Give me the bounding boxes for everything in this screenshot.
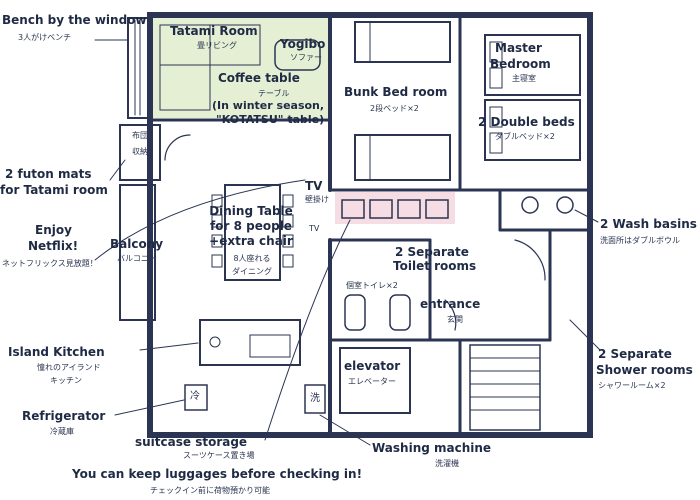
refrigerator-label-jp: 冷蔵庫	[50, 427, 74, 436]
master-bedroom-label-1: Master	[495, 41, 542, 55]
wash-basins-label: 2 Wash basins	[600, 217, 697, 231]
dining-label-3: +extra chair	[209, 234, 293, 248]
toilet-label-1: 2 Separate	[395, 245, 469, 259]
dining-label-jp-1: 8人座れる	[233, 254, 271, 263]
balcony-outline	[119, 184, 156, 321]
balcony-label: Balcony	[110, 237, 164, 251]
tatami-floor	[152, 18, 332, 118]
washing-machine-label: Washing machine	[372, 441, 492, 455]
toilet-1	[344, 294, 366, 331]
netflix-label-1: Enjoy	[35, 223, 72, 237]
kotatsu-note-2: "KOTATSU" table)	[216, 113, 325, 126]
futon-mats-label-2: for Tatami room	[0, 183, 108, 197]
bunk-bed-label: Bunk Bed room	[344, 85, 448, 99]
double-beds-label: 2 Double beds	[478, 115, 575, 129]
tv-label: TV	[305, 179, 323, 193]
luggage-note: You can keep luggages before checking in…	[72, 467, 363, 481]
futon-closet-label-2: 収納	[132, 147, 148, 156]
bench-label-jp: 3人がけベンチ	[18, 33, 72, 42]
tv-wall-unit	[335, 192, 455, 224]
washer-mark: 洗	[310, 393, 320, 404]
futon-closet	[119, 124, 161, 181]
window-bench	[127, 17, 151, 119]
yogibo-sofa	[274, 39, 321, 71]
dining-label-jp-2: ダイニング	[232, 267, 272, 276]
luggage-note-jp: チェックイン前に荷物預かり可能	[150, 486, 270, 495]
kotatsu-note-1: (In winter season,	[212, 99, 325, 112]
netflix-label-jp: ネットフリックス見放題！	[2, 259, 98, 268]
island-kitchen-label-jp-2: キッチン	[50, 376, 82, 385]
tv-label-jp-2: TV	[309, 224, 320, 233]
island-kitchen-label: Island Kitchen	[8, 345, 105, 359]
suitcase-label: suitcase storage	[135, 435, 248, 449]
bench-label: Bench by the window	[2, 13, 147, 27]
island-kitchen-label-jp-1: 憧れのアイランド	[37, 363, 101, 372]
entrance-label-jp: 玄関	[447, 315, 463, 324]
tv-label-jp-1: 壁掛け	[305, 195, 329, 204]
master-bedroom-label-jp: 主寝室	[512, 74, 536, 83]
dining-table	[224, 184, 281, 281]
toilet-label-2: Toilet rooms	[393, 259, 477, 273]
refrigerator-mark: 冷	[190, 391, 200, 402]
bunk-bed-top	[354, 21, 451, 63]
futon-closet-label-1: 布団	[132, 131, 148, 140]
entrance-label: entrance	[420, 297, 481, 311]
refrigerator-label: Refrigerator	[22, 409, 106, 423]
futon-mats-label-1: 2 futon mats	[5, 167, 92, 181]
coffee-table-label: Coffee table	[218, 71, 300, 85]
island-kitchen	[199, 319, 301, 366]
shower-label-1: 2 Separate	[598, 347, 672, 361]
double-beds-label-jp: ダブルベッド×2	[495, 132, 555, 141]
bunk-bed-label-jp: 2段ベッド×2	[370, 104, 419, 113]
double-bed-1	[484, 34, 581, 96]
dining-label-1: Dining Table	[209, 204, 293, 218]
washer-box	[304, 384, 326, 414]
washing-machine-label-jp: 洗濯機	[435, 459, 459, 468]
balcony-label-jp: バルコニー	[117, 254, 157, 263]
tatami-room-label-jp: 畳リビング	[197, 41, 237, 50]
elevator-label-jp: エレベーター	[348, 377, 396, 386]
wash-basins-label-jp: 洗面所はダブルボウル	[600, 236, 680, 245]
shower-label-jp: シャワールーム×2	[598, 381, 666, 390]
coffee-table-label-jp: テーブル	[258, 89, 290, 98]
refrigerator-box	[184, 384, 208, 411]
yogibo-label: Yogibo	[280, 37, 326, 51]
master-bedroom-label-2: Bedroom	[490, 57, 551, 71]
elevator-shaft	[339, 347, 411, 414]
double-bed-2	[484, 99, 581, 161]
tatami-room-label: Tatami Room	[170, 24, 258, 38]
suitcase-label-jp: スーツケース置き場	[183, 451, 255, 460]
elevator-label: elevator	[344, 359, 401, 373]
toilet-2	[389, 294, 411, 331]
staircase	[469, 344, 541, 431]
yogibo-label-jp: ソファー	[290, 53, 322, 62]
shower-label-2: Shower rooms	[596, 363, 693, 377]
netflix-label-2: Netflix!	[28, 239, 79, 253]
bunk-bed-bottom	[354, 134, 451, 181]
toilet-label-jp: 個室トイレ×2	[346, 281, 398, 290]
dining-label-2: for 8 people	[210, 219, 292, 233]
